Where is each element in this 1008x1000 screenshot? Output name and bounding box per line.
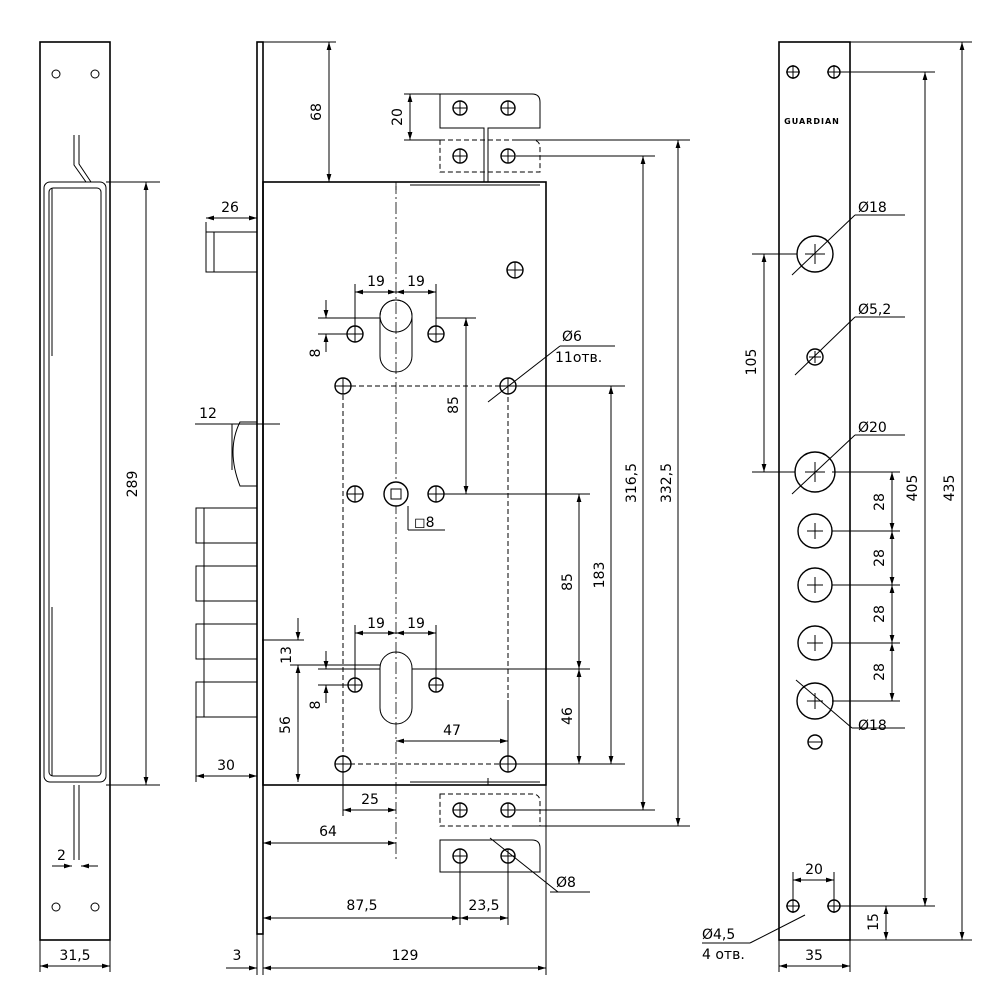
mounting-holes <box>334 100 524 864</box>
spindle-square <box>390 488 402 500</box>
dim-35: 35 <box>805 948 823 964</box>
side-plate-hole <box>90 902 100 912</box>
dim-129: 129 <box>392 948 419 964</box>
deadbolt-3 <box>195 623 258 660</box>
dim-28-c: 28 <box>872 605 888 623</box>
dim-435: 435 <box>942 475 958 502</box>
dim-28-a: 28 <box>872 493 888 511</box>
strike-plate-outline <box>778 41 851 941</box>
cylinder-profile-upper <box>379 299 413 373</box>
dim-12: 12 <box>199 406 217 422</box>
dim-19-a: 19 <box>367 274 385 290</box>
dim-15: 15 <box>866 913 882 931</box>
label-d4-5: Ø4,5 <box>702 927 735 943</box>
side-plate-hole <box>51 69 61 79</box>
latch-bolt <box>232 421 258 487</box>
dim-316-5: 316,5 <box>624 463 640 503</box>
dim-68: 68 <box>309 103 325 121</box>
dim-30: 30 <box>217 758 235 774</box>
dim-19-d: 19 <box>407 616 425 632</box>
label-d18-bottom: Ø18 <box>858 718 887 734</box>
deadbolt-4 <box>195 681 258 718</box>
dim-405: 405 <box>905 475 921 502</box>
dim-56: 56 <box>278 716 294 734</box>
dim-332-5: 332,5 <box>659 463 675 503</box>
spindle-hole <box>383 481 409 507</box>
leader-line <box>489 837 559 893</box>
label-d4-5-count: 4 отв. <box>702 947 745 963</box>
strike-bracket-bottom-hidden <box>439 793 541 827</box>
dim-64: 64 <box>319 824 337 840</box>
brand-logo: GUARDIAN <box>784 117 840 126</box>
dim-20-strike: 20 <box>805 862 823 878</box>
dim-13: 13 <box>279 646 295 664</box>
dim-23-5: 23,5 <box>468 898 499 914</box>
dim-183: 183 <box>592 562 608 589</box>
dim-85-top: 85 <box>446 396 462 414</box>
dim-47: 47 <box>443 723 461 739</box>
side-plate-outline <box>39 41 111 941</box>
side-plate-hole <box>51 902 61 912</box>
deadbolt-2 <box>195 565 258 602</box>
deadbolt-1 <box>195 507 258 544</box>
leader-line <box>794 316 856 376</box>
label-square-8: ◻8 <box>414 515 435 531</box>
lock-case-view: 68 26 12 30 13 56 3 129 87,5 23,5 <box>195 41 690 975</box>
leader-line <box>487 345 561 403</box>
side-plate-rod <box>73 785 80 860</box>
mounting-pattern-outline <box>342 385 509 765</box>
strike-plate-view: GUARDIAN Ø18 Ø5,2 Ø20 Ø18 Ø4,5 4 отв. <box>702 41 972 972</box>
label-hole-d8: Ø8 <box>556 875 576 891</box>
dim-289: 289 <box>125 471 141 498</box>
side-plate-inner-frame <box>48 187 102 777</box>
label-hole-d6: Ø6 <box>562 329 582 345</box>
label-d18-top: Ø18 <box>858 200 887 216</box>
dim-19-c: 19 <box>367 616 385 632</box>
deadbolt-top <box>205 231 258 273</box>
dim-28-d: 28 <box>872 663 888 681</box>
label-hole-count: 11отв. <box>555 350 602 366</box>
faceplate <box>256 41 264 935</box>
dim-8-top: 8 <box>308 349 324 358</box>
dim-20-bracket: 20 <box>390 108 406 126</box>
dim-25: 25 <box>361 792 379 808</box>
dim-87-5: 87,5 <box>346 898 377 914</box>
label-d20: Ø20 <box>858 420 887 436</box>
dim-8-bottom: 8 <box>308 701 324 710</box>
dim-2: 2 <box>57 848 66 864</box>
side-plate-view: 289 2 31,5 <box>39 41 160 972</box>
lock-case-body <box>262 181 547 786</box>
cylinder-profile-lower <box>379 651 413 725</box>
strike-bracket-bottom <box>439 839 541 873</box>
hole-cross-marks <box>335 101 523 863</box>
dim-19-b: 19 <box>407 274 425 290</box>
side-plate-hook <box>73 135 92 183</box>
side-plate-inner-frame <box>43 181 107 783</box>
dim-26: 26 <box>221 200 239 216</box>
leader-line <box>749 914 806 944</box>
dim-28-b: 28 <box>872 549 888 567</box>
dim-46: 46 <box>560 707 576 725</box>
dim-85-bottom: 85 <box>560 573 576 591</box>
side-plate-hole <box>90 69 100 79</box>
leader-line <box>791 214 856 276</box>
leader-line <box>795 679 853 729</box>
dim-105: 105 <box>744 349 760 376</box>
label-d5-2: Ø5,2 <box>858 302 891 318</box>
dim-3: 3 <box>233 948 242 964</box>
dim-31-5: 31,5 <box>59 948 90 964</box>
leader-line <box>791 434 856 495</box>
